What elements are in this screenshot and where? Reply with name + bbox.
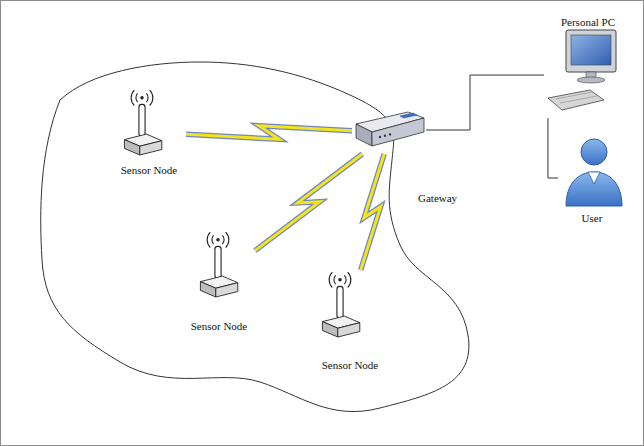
device-label: User <box>558 212 626 225</box>
device-node: Personal PC <box>544 14 632 118</box>
sensor-icon <box>322 272 359 337</box>
user-icon <box>566 139 622 206</box>
device-label: Sensor Node <box>313 359 387 372</box>
bolt-outline <box>361 154 384 270</box>
device-node: Sensor Node <box>313 270 387 376</box>
cable-connector <box>548 118 558 178</box>
device-label: Sensor Node <box>183 320 255 333</box>
device-node: Gateway <box>352 106 426 154</box>
sensor-icon <box>200 232 237 297</box>
wireless-link <box>186 126 352 140</box>
device-label: Sensor Node <box>112 164 186 177</box>
sensor-icon <box>124 90 161 155</box>
bolt-outline <box>255 154 362 251</box>
network-cloud <box>41 62 469 412</box>
cable-connector <box>426 75 544 130</box>
bolt-outline <box>186 126 352 140</box>
gateway-icon <box>356 112 424 146</box>
wireless-link <box>255 154 362 251</box>
wired-link <box>548 118 558 178</box>
device-node: User <box>558 130 626 226</box>
device-node: Sensor Node <box>112 90 186 180</box>
device-node: Sensor Node <box>183 230 255 336</box>
lightning-connector <box>186 126 352 140</box>
device-label: Personal PC <box>544 16 632 29</box>
lightning-connector <box>361 154 384 270</box>
lightning-connector <box>255 154 362 251</box>
wireless-link <box>361 154 384 270</box>
wired-link <box>426 75 544 130</box>
device-label: Gateway <box>418 192 478 205</box>
computer-icon <box>548 30 616 110</box>
